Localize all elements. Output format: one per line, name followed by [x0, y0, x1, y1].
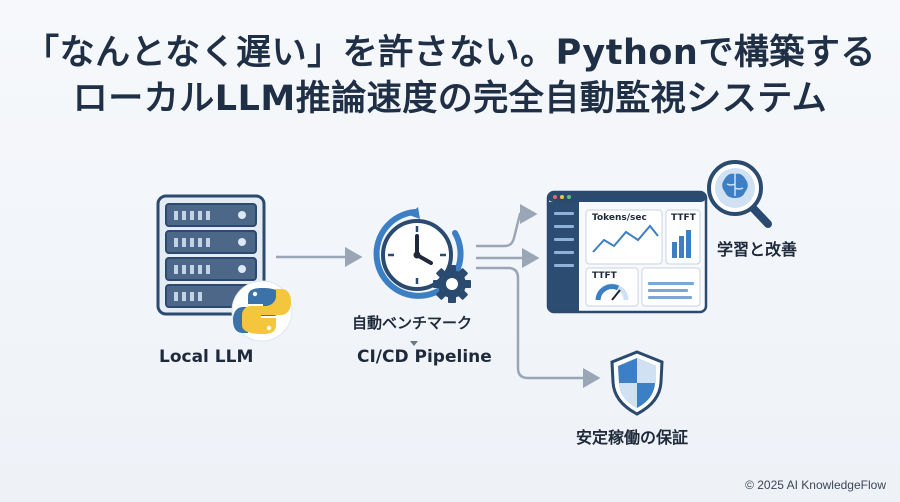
brain-magnifier-icon: [707, 160, 772, 228]
cicd-pipeline-label: CI/CD Pipeline: [357, 347, 492, 367]
learning-improvement-label: 学習と改善: [717, 240, 798, 259]
dashboard-panel-ttft-label: TTFT: [671, 213, 696, 223]
server-rack-icon: [156, 194, 266, 316]
dashboard-panel-tokens-label: Tokens/sec: [592, 213, 647, 223]
local-llm-label: Local LLM: [159, 347, 254, 367]
clock-icon: [373, 207, 464, 299]
page-title: 「なんとなく遅い」を許さない。Pythonで構築する ローカルLLM推論速度の完…: [0, 30, 900, 122]
auto-benchmark-label: 自動ベンチマーク: [352, 314, 473, 332]
dashboard-panel-ttft-gauge-label: TTFT: [592, 271, 617, 281]
copyright-text: © 2025 AI KnowledgeFlow: [745, 478, 886, 492]
arrow-benchmark-to-shield: [476, 266, 601, 388]
title-line-1: 「なんとなく遅い」を許さない。Pythonで構築する: [24, 33, 876, 73]
flow-down-marker: [410, 341, 418, 346]
gear-icon: [433, 265, 471, 303]
stable-operation-label: 安定稼働の保証: [576, 428, 689, 447]
arrow-benchmark-to-dashboard-top: [476, 204, 538, 248]
dashboard-window-icon: [546, 190, 708, 314]
shield-icon: [610, 350, 664, 416]
python-logo-icon: [231, 280, 293, 342]
title-line-2: ローカルLLM推論速度の完全自動監視システム: [72, 79, 828, 119]
